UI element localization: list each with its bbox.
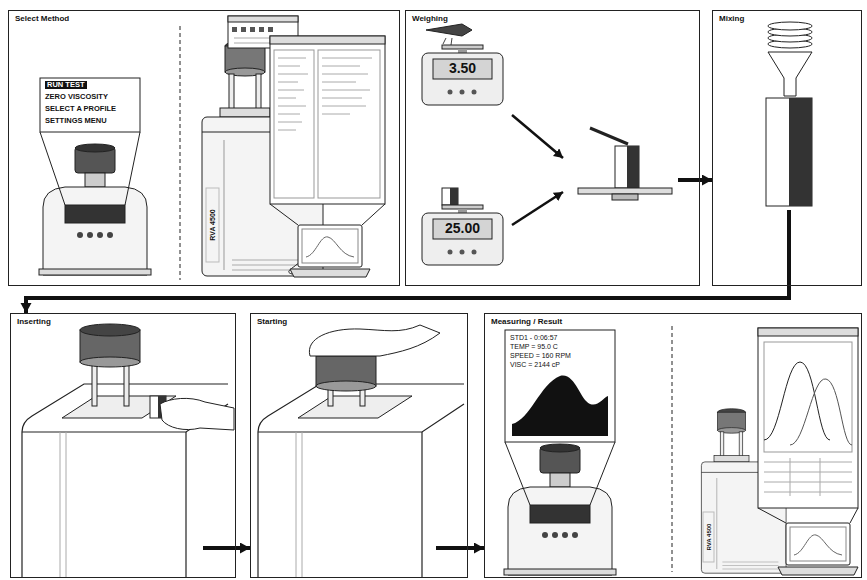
select-method-art-part: [270, 204, 385, 225]
step-panel: Select Method: [8, 10, 400, 286]
step-panel: Weighing: [405, 10, 700, 286]
mixing-art: [766, 22, 812, 285]
select-method-art: [39, 16, 385, 280]
measuring-art-part: [672, 326, 673, 572]
weighing-art-part: [450, 188, 458, 205]
menu-item: ZERO VISCOSITY: [45, 93, 108, 101]
step-panel: Inserting: [10, 313, 236, 578]
menu-item: SETTINGS MENU: [45, 117, 107, 125]
weighing-art-part: [612, 194, 638, 200]
select-method-art-part: [180, 26, 181, 280]
mixing-art-part: [768, 22, 812, 30]
select-method-art-part: [278, 58, 308, 130]
menu-item: SELECT A PROFILE: [45, 105, 116, 113]
weighing-art-part: [512, 115, 563, 158]
mixing-art-part: [787, 210, 791, 285]
measuring-art-part: [504, 444, 616, 575]
measuring-art-part: [512, 376, 608, 436]
panel-title: Weighing: [406, 11, 699, 24]
measuring-art-part: [505, 330, 615, 442]
measuring-art: [504, 326, 858, 575]
select-method-art-part: [40, 78, 140, 132]
panel-title: Starting: [251, 314, 467, 327]
starting-art-part: [258, 384, 464, 578]
select-method-art-part: [206, 188, 219, 262]
measuring-art-part: [758, 328, 858, 336]
panel-title: Mixing: [713, 11, 861, 24]
model-name: RVA 4500: [209, 209, 217, 240]
select-method-art-part: [322, 58, 372, 114]
inserting-art-part: [80, 324, 140, 336]
inserting-art-part: [160, 398, 234, 430]
panel-title: Select Method: [9, 11, 399, 24]
measuring-art-part: [505, 442, 615, 505]
measuring-art-part: [790, 379, 852, 445]
starting-art-part: [316, 381, 376, 391]
select-method-art-part: [274, 50, 314, 198]
flow-arrow: [700, 178, 712, 182]
menu-item: RUN TEST: [45, 81, 87, 89]
select-method-art-part: [39, 144, 151, 275]
weighing-art-part: [578, 188, 672, 194]
step-panel: Starting: [250, 313, 468, 578]
weighing-art-part: [678, 178, 700, 182]
weighing-art-part: [422, 45, 503, 105]
weighing-art: [422, 24, 700, 265]
weighing-art-part: [627, 146, 639, 188]
flow-arrow: [236, 546, 250, 550]
select-method-art-part: [228, 16, 298, 22]
measuring-art-part: [758, 328, 858, 508]
inserting-art: [22, 324, 236, 578]
weighing-art-part: [422, 205, 503, 265]
starting-art-part: [436, 546, 468, 550]
flow-arrow: [26, 286, 789, 313]
flow-arrow: [468, 546, 484, 550]
weighing-art-part: [442, 188, 458, 205]
measuring-art-part: [703, 512, 714, 562]
weighing-art-part: [443, 38, 452, 45]
panel-title: Inserting: [11, 314, 235, 327]
measuring-art-part: [764, 458, 852, 496]
measuring-art-part: [764, 342, 852, 452]
select-method-art-part: [270, 36, 385, 204]
starting-art: [258, 325, 468, 578]
scale-reading: 25.00: [433, 221, 492, 236]
mixing-art-part: [789, 98, 812, 206]
select-method-art-part: [270, 36, 385, 44]
mixing-art-part: [768, 52, 812, 96]
status-line: TEMP = 95.0 C: [510, 343, 558, 351]
measuring-art-part: [764, 362, 830, 440]
mixing-art-part: [766, 98, 812, 206]
weighing-art-part: [512, 192, 563, 225]
inserting-art-part: [80, 357, 140, 367]
status-line: SPEED = 160 RPM: [510, 352, 571, 360]
inserting-art-part: [124, 360, 129, 406]
select-method-art-part: [318, 50, 380, 198]
select-method-art-part: [40, 132, 140, 205]
measuring-art-part: [758, 508, 858, 523]
step-panel: Mixing: [712, 10, 862, 286]
inserting-art-part: [203, 546, 236, 550]
weighing-art-part: [426, 24, 472, 36]
status-line: VISC = 2144 cP: [510, 361, 560, 369]
model-name: RVA 4500: [705, 524, 712, 551]
starting-art-part: [309, 325, 440, 356]
measuring-art-part: [778, 523, 858, 575]
weighing-art-part: [590, 128, 628, 144]
select-method-art-part: [232, 27, 273, 32]
panel-title: Measuring / Result: [485, 314, 861, 327]
weighing-art-part: [615, 146, 639, 188]
select-method-art-part: [290, 225, 370, 277]
status-line: STD1 - 0:06:57: [510, 334, 557, 342]
scale-reading: 3.50: [433, 61, 492, 76]
